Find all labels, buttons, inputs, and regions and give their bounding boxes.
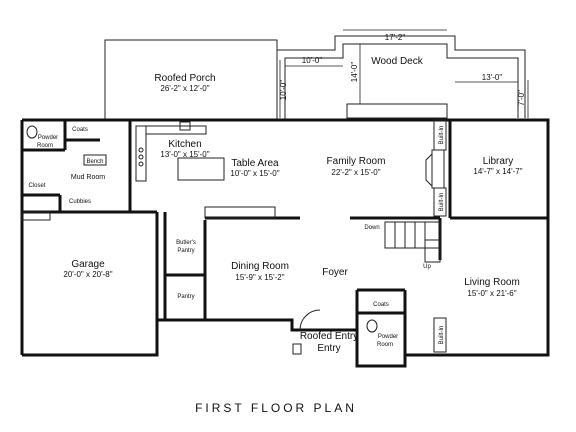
- library-size: 14'-7" x 14'-7": [473, 167, 522, 176]
- dimension-lines: [279, 29, 529, 118]
- built-in-1-label: Built-In: [439, 126, 445, 145]
- foyer-label: Foyer: [322, 267, 348, 278]
- powder-room-1-line2: Room: [37, 143, 53, 149]
- step-right-depth-dim: 7'-0": [517, 90, 526, 106]
- kitchen-label: Kitchen: [168, 139, 201, 150]
- powder-room-2-line1: Powder: [378, 334, 398, 340]
- step-right-width-dim: 13'-0": [482, 73, 503, 82]
- coats-2-label: Coats: [373, 302, 389, 308]
- table-area-label: Table Area: [231, 158, 279, 169]
- step-left-depth-dim: 10'-0": [279, 80, 288, 101]
- family-room-label: Family Room: [327, 156, 386, 167]
- powder-room-1-line1: Powder: [38, 135, 58, 141]
- wood-deck-label: Wood Deck: [371, 56, 424, 67]
- step-left-width-dim: 10'-0": [302, 56, 323, 65]
- living-room-label: Living Room: [464, 277, 520, 288]
- roofed-porch-label: Roofed Porch: [154, 73, 215, 84]
- table-area-size: 10'-0" x 15'-0": [230, 169, 279, 178]
- butlers-pantry-line1: Butler's: [176, 240, 196, 246]
- closet-label: Closet: [28, 183, 45, 189]
- deck-depth-dim: 14'-0": [350, 62, 359, 83]
- house-outer-walls: [20, 118, 550, 368]
- dining-room-size: 15'-9" x 15'-2": [235, 273, 284, 282]
- kitchen-size: 13'-0" x 15'-0": [160, 150, 209, 159]
- coats-1-label: Coats: [72, 127, 88, 133]
- cubbies-label: Cubbies: [69, 199, 91, 205]
- family-room-size: 22'-2" x 15'-0": [331, 168, 380, 177]
- library-label: Library: [483, 156, 514, 167]
- deck-width-dim: 17'-2": [385, 33, 406, 42]
- living-room-size: 15'-0" x 21'-6": [467, 289, 516, 298]
- roofed-entry-label: Roofed Entry: [300, 331, 358, 342]
- wood-deck-outline: [276, 35, 526, 120]
- plan-title: FIRST FLOOR PLAN: [195, 401, 357, 415]
- built-in-2-label: Built-In: [439, 193, 445, 212]
- mud-room-label: Mud Room: [71, 174, 105, 181]
- garage-size: 20'-0" x 20'-8": [63, 270, 112, 279]
- roofed-porch-size: 26'-2" x 12'-0": [160, 84, 209, 93]
- powder-room-2-line2: Room: [377, 342, 393, 348]
- stair-up-label: Up: [423, 264, 431, 270]
- garage-label: Garage: [71, 259, 105, 270]
- butlers-pantry-line2: Pantry: [177, 248, 194, 254]
- dining-room-label: Dining Room: [231, 261, 289, 272]
- stair-down-label: Down: [364, 225, 379, 231]
- built-in-3-label: Built-In: [439, 326, 445, 345]
- fixtures: [21, 119, 447, 355]
- roofed-entry-label-2: Entry: [317, 343, 340, 354]
- pantry-label: Pantry: [177, 294, 194, 300]
- bench-label: Bench: [86, 159, 103, 165]
